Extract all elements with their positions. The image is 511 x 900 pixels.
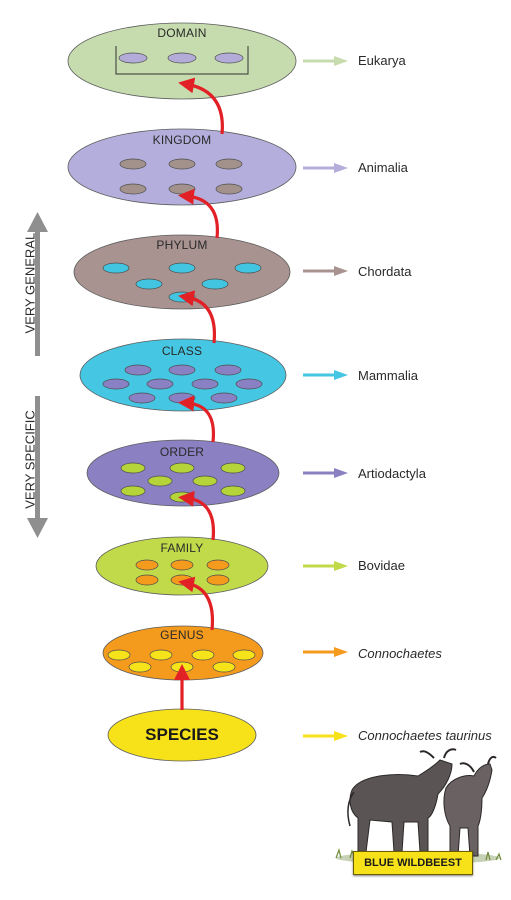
dot-class: [128, 392, 156, 404]
curved-arrow-0: [178, 77, 224, 135]
dot-phylum: [168, 262, 196, 274]
dot-phylum: [102, 262, 130, 274]
wildebeest-left-tail: [347, 791, 355, 827]
dot-family: [206, 574, 230, 586]
dot-kingdom: [215, 183, 243, 195]
curved-arrow-5: [178, 576, 215, 631]
pointer-arrow-order: [303, 468, 348, 478]
pointer-arrow-family: [303, 561, 348, 571]
dot-phylum: [201, 278, 229, 290]
dot-class: [102, 378, 130, 390]
specific-arrow-shaft: [35, 396, 40, 522]
rank-label-genus: GENUS: [160, 628, 204, 642]
dot-genus: [232, 649, 256, 661]
dot-genus: [149, 649, 173, 661]
dot-genus: [107, 649, 131, 661]
dot-kingdom: [168, 183, 196, 195]
very-general-label: VERY GENERAL: [22, 232, 38, 334]
dot-order: [169, 462, 195, 474]
curved-arrow-3: [178, 395, 216, 443]
dot-kingdom: [215, 158, 243, 170]
rank-label-domain: DOMAIN: [157, 26, 207, 40]
taxon-artiodactyla: Artiodactyla: [358, 466, 426, 481]
domain-bracket: [115, 46, 249, 75]
dot-domain: [167, 52, 197, 64]
wildebeest-right-body: [443, 763, 493, 857]
curved-arrow-1: [178, 188, 220, 239]
taxon-mammalia: Mammalia: [358, 368, 418, 383]
pointer-arrow-domain: [303, 56, 348, 66]
wildebeest-right-horns: [459, 755, 497, 773]
wildebeest-left-horns: [419, 748, 457, 759]
dot-class: [168, 364, 196, 376]
rank-label-class: CLASS: [161, 344, 203, 358]
dot-family: [206, 559, 230, 571]
dot-class: [235, 378, 263, 390]
wildebeest-illustration-icon: [335, 748, 502, 864]
taxon-chordata: Chordata: [358, 264, 412, 279]
taxon-connochaetes-taurinus: Connochaetes taurinus: [358, 728, 492, 743]
down-arrow-icon: [27, 518, 48, 538]
rank-label-kingdom: KINGDOM: [152, 133, 212, 147]
dot-domain: [118, 52, 148, 64]
dot-order: [120, 485, 146, 497]
blue-wildbeest-badge: BLUE WILDBEEST: [353, 851, 473, 875]
taxon-eukarya: Eukarya: [358, 53, 406, 68]
pointer-arrow-species: [303, 731, 348, 741]
very-specific-label: VERY SPECIFIC: [22, 410, 38, 509]
rank-label-order: ORDER: [159, 445, 205, 459]
dot-order: [169, 491, 195, 503]
taxon-bovidae: Bovidae: [358, 558, 405, 573]
dot-kingdom: [119, 158, 147, 170]
pointer-arrow-class: [303, 370, 348, 380]
up-arrow-icon: [27, 212, 48, 232]
dot-genus: [128, 661, 152, 673]
curved-arrow-4: [178, 490, 216, 541]
dot-family: [135, 574, 159, 586]
rank-label-phylum: PHYLUM: [156, 238, 208, 252]
dot-order: [220, 462, 246, 474]
dot-order: [120, 462, 146, 474]
curved-arrow-2: [178, 290, 217, 344]
wildebeest-left-body: [349, 759, 453, 853]
dot-genus: [191, 649, 215, 661]
dot-class: [214, 364, 242, 376]
dot-order: [147, 475, 173, 487]
dot-class: [146, 378, 174, 390]
dot-kingdom: [168, 158, 196, 170]
dot-family: [170, 559, 194, 571]
dot-phylum: [234, 262, 262, 274]
rank-label-species: SPECIES: [145, 725, 219, 744]
rank-label-family: FAMILY: [160, 541, 204, 555]
dot-class: [191, 378, 219, 390]
dot-family: [135, 559, 159, 571]
general-arrow-shaft: [35, 228, 40, 356]
dot-order: [192, 475, 218, 487]
dot-class: [210, 392, 238, 404]
dot-genus: [212, 661, 236, 673]
pointer-arrow-phylum: [303, 266, 348, 276]
dot-order: [220, 485, 246, 497]
dot-class: [124, 364, 152, 376]
dot-class: [168, 392, 196, 404]
taxon-connochaetes: Connochaetes: [358, 646, 442, 661]
dot-domain: [214, 52, 244, 64]
pointer-arrow-genus: [303, 647, 348, 657]
taxon-animalia: Animalia: [358, 160, 408, 175]
dot-genus: [170, 661, 194, 673]
dot-kingdom: [119, 183, 147, 195]
dot-phylum: [135, 278, 163, 290]
grass-tufts: [335, 847, 502, 861]
pointer-arrow-kingdom: [303, 163, 348, 173]
